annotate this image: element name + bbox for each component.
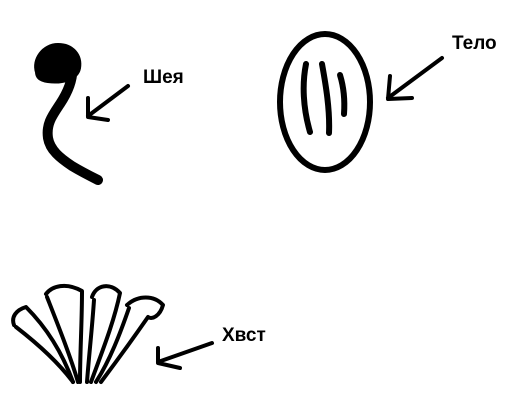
- tail-feather-4-inner: [94, 306, 131, 384]
- body-stroke-1: [300, 61, 313, 135]
- arrows: [86, 56, 444, 370]
- neck-label: Шея: [143, 67, 184, 88]
- tail-feather-2: [44, 283, 84, 384]
- tail-feather-3-inner: [85, 298, 96, 384]
- body-drawing: [277, 31, 373, 173]
- body-stroke-2: [319, 61, 333, 136]
- tail-feather-4: [99, 295, 165, 384]
- tail-label: Хвст: [222, 325, 266, 346]
- tail-feather-2-inner: [45, 295, 80, 384]
- tail-feather-3: [89, 284, 122, 384]
- tail-feather-1: [11, 305, 75, 384]
- neck-drawing: [34, 43, 103, 185]
- body-label: Тело: [452, 33, 497, 54]
- tail-feather-1-inner: [14, 325, 75, 384]
- body-oval: [277, 31, 373, 173]
- body-arrow: [386, 56, 444, 101]
- tail-drawing: [11, 283, 165, 384]
- tail-arrow: [156, 341, 214, 370]
- neck-curve: [42, 59, 103, 185]
- neck-arrow: [86, 84, 130, 122]
- body-stroke-3: [337, 72, 348, 117]
